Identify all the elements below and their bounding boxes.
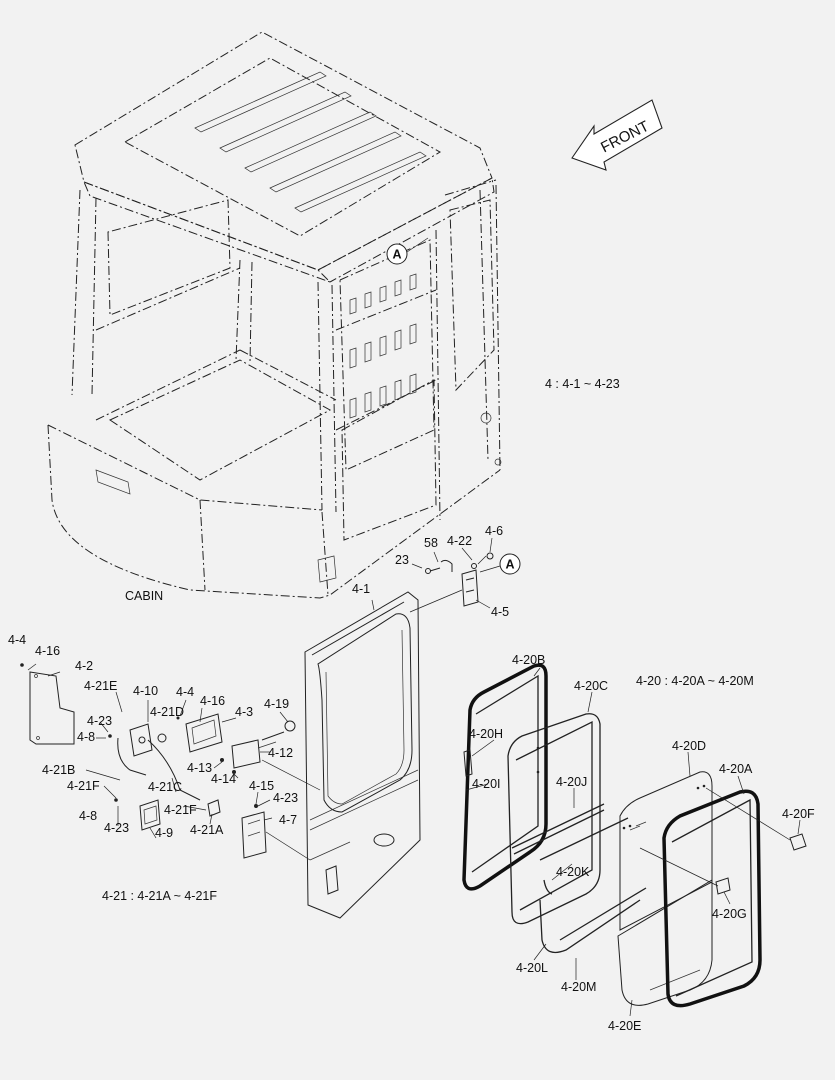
part-label: 4-22 — [447, 534, 472, 548]
part-label: 4-20I — [472, 777, 501, 791]
part-labels: 4-1 4-2 4-3 4-4 4-4 4-5 4-6 4-7 4-8 4-8 … — [8, 524, 815, 1033]
part-label: 4-21E — [84, 679, 117, 693]
part-label: 4-8 — [79, 809, 97, 823]
part-label: 4-2 — [75, 659, 93, 673]
part-label: 4-20F — [782, 807, 815, 821]
part-label: 4-23 — [104, 821, 129, 835]
part-label: 4-3 — [235, 705, 253, 719]
part-label: 4-9 — [155, 826, 173, 840]
part-label: 4-21F — [67, 779, 100, 793]
group-4-20-note: 4-20 : 4-20A ~ 4-20M — [636, 674, 754, 688]
door-panel — [304, 591, 421, 919]
part-label: 4-1 — [352, 582, 370, 596]
part-label: 4-16 — [35, 644, 60, 658]
part-label: 4-16 — [200, 694, 225, 708]
part-label: 4-21B — [42, 763, 75, 777]
group-4-note: 4 : 4-1 ~ 4-23 — [545, 377, 620, 391]
part-label: 4-21C — [148, 780, 182, 794]
part-label: 4-12 — [268, 746, 293, 760]
reference-circle-a-top: A — [386, 237, 429, 265]
part-label: 4-8 — [77, 730, 95, 744]
part-label: 4-20E — [608, 1019, 641, 1033]
latch-hardware — [20, 663, 321, 861]
hinge-assembly: A — [409, 552, 521, 613]
part-label: 4-21A — [190, 823, 224, 837]
part-label: 4-20M — [561, 980, 596, 994]
part-label: 4-20C — [574, 679, 608, 693]
part-label: 4-20H — [469, 727, 503, 741]
part-label: 4-20J — [556, 775, 587, 789]
part-label: 4-6 — [485, 524, 503, 538]
part-label: 4-20K — [556, 865, 590, 879]
part-label: 4-20A — [719, 762, 753, 776]
svg-text:A: A — [392, 248, 401, 262]
part-label: 4-7 — [279, 813, 297, 827]
part-label: 4-14 — [211, 772, 236, 786]
part-label: 4-20D — [672, 739, 706, 753]
part-label: 4-21F — [164, 803, 197, 817]
part-label: 23 — [395, 553, 409, 567]
group-4-21-note: 4-21 : 4-21A ~ 4-21F — [102, 889, 217, 903]
part-label: 4-4 — [176, 685, 194, 699]
cabin-label: CABIN — [125, 589, 163, 603]
part-label: 58 — [424, 536, 438, 550]
part-label: 4-23 — [273, 791, 298, 805]
part-label: 4-20G — [712, 907, 747, 921]
svg-text:A: A — [505, 558, 514, 572]
part-label: 4-21D — [150, 705, 184, 719]
part-label: 4-5 — [491, 605, 509, 619]
part-label: 4-20L — [516, 961, 548, 975]
cabin-drawing — [47, 31, 502, 599]
part-label: 4-4 — [8, 633, 26, 647]
part-label: 4-15 — [249, 779, 274, 793]
front-direction-arrow: FRONT — [571, 99, 663, 171]
part-label: 4-13 — [187, 761, 212, 775]
window-parts — [462, 663, 807, 1008]
part-label: 4-10 — [133, 684, 158, 698]
part-label: 4-19 — [264, 697, 289, 711]
part-label: 4-20B — [512, 653, 545, 667]
part-label: 4-23 — [87, 714, 112, 728]
